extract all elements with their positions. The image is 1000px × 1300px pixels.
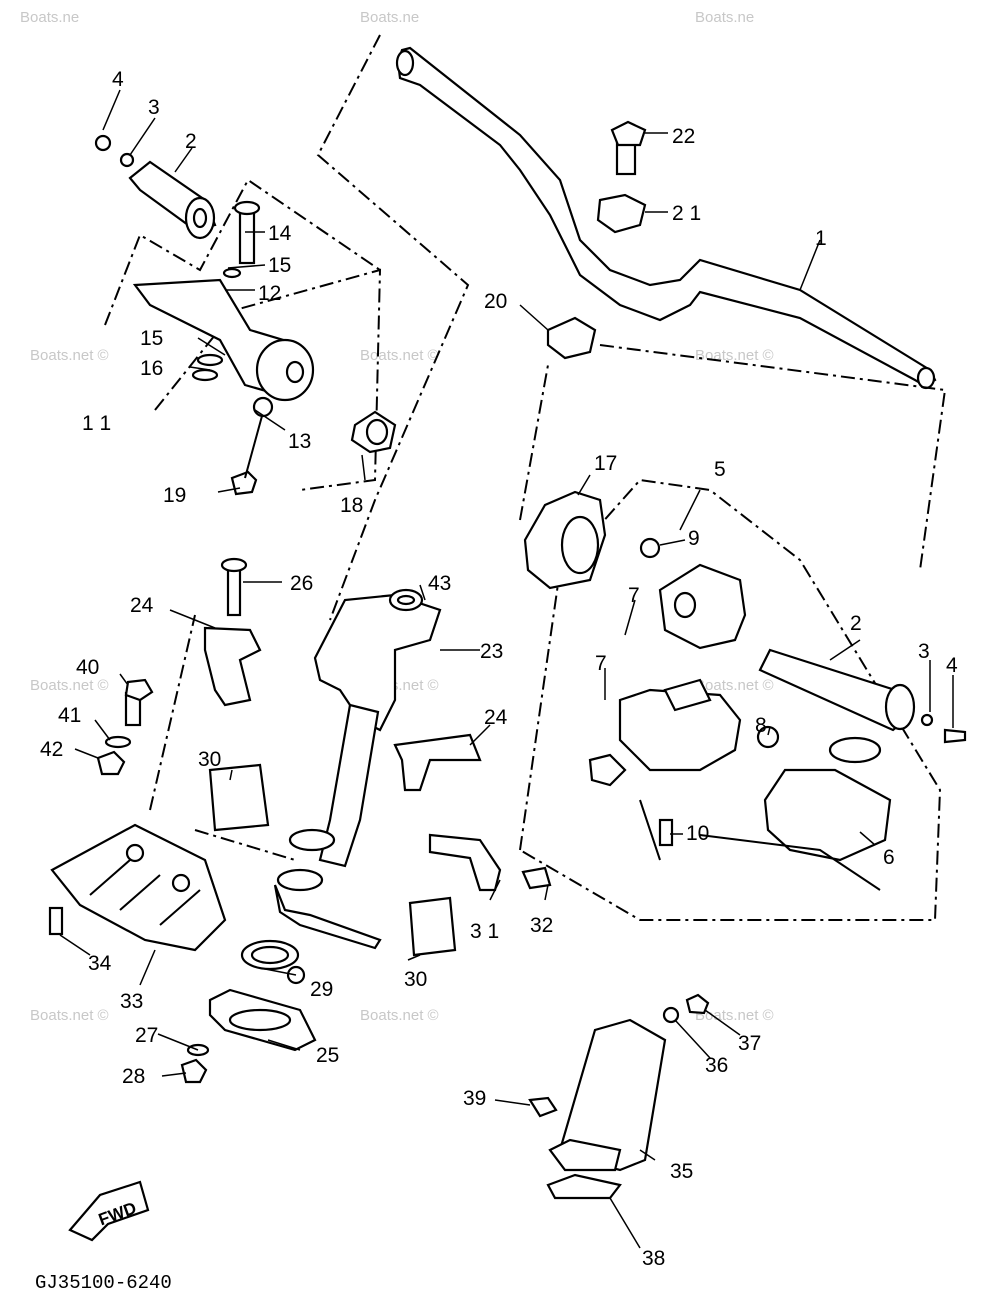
callout-30: 30 (404, 968, 427, 991)
watermark: Boats.net © (360, 347, 439, 364)
callout-24: 24 (484, 706, 508, 729)
diagram-code: GJ35100-6240 (35, 1272, 172, 1294)
callout-39: 39 (463, 1087, 486, 1110)
handlebar (395, 46, 937, 390)
watermark: Boats.net © (695, 1007, 774, 1024)
steering-column (180, 588, 442, 1084)
callout-13: 13 (288, 430, 311, 453)
callout-11: 1 1 (82, 412, 111, 435)
left-grip-assembly (94, 134, 397, 496)
watermark: Boats.ne (20, 9, 79, 26)
callout-36: 36 (705, 1054, 728, 1077)
watermark: Boats.net © (695, 347, 774, 364)
brackets (203, 557, 482, 792)
callout-1: 1 (815, 227, 827, 250)
callout-15: 15 (140, 327, 163, 350)
watermark: Boats.ne (360, 9, 419, 26)
callout-9: 9 (688, 527, 700, 550)
callout-21: 2 1 (672, 202, 701, 225)
callout-30: 30 (198, 748, 221, 771)
callout-7: 7 (595, 652, 607, 675)
callout-35: 35 (670, 1160, 693, 1183)
callout-23: 23 (480, 640, 503, 663)
callout-2: 2 (850, 612, 862, 635)
callout-3: 3 (918, 640, 930, 663)
callout-38: 38 (642, 1247, 665, 1270)
callout-31: 3 1 (470, 920, 499, 943)
callout-19: 19 (163, 484, 186, 507)
callout-32: 32 (530, 914, 553, 937)
callout-18: 18 (340, 494, 363, 517)
callout-3: 3 (148, 96, 160, 119)
frame-lines (104, 34, 947, 921)
callout-33: 33 (120, 990, 143, 1013)
callout-12: 12 (258, 282, 281, 305)
callout-37: 37 (738, 1032, 761, 1055)
callout-4: 4 (946, 654, 958, 677)
callout-27: 27 (135, 1024, 158, 1047)
callout-28: 28 (122, 1065, 145, 1088)
callout-4: 4 (112, 68, 124, 91)
right-switch-assembly (523, 490, 967, 891)
callout-43: 43 (428, 572, 451, 595)
watermark: Boats.net © (360, 1007, 439, 1024)
watermark: Boats.net © (30, 347, 109, 364)
callout-29: 29 (310, 978, 333, 1001)
watermark: Boats.net © (30, 1007, 109, 1024)
callout-40: 40 (76, 656, 99, 679)
fasteners-left (96, 678, 552, 957)
callout-42: 42 (40, 738, 63, 761)
cover-plate (48, 823, 227, 952)
callout-24: 24 (130, 594, 154, 617)
lower-cover (528, 993, 710, 1200)
watermark: Boats.net © (30, 677, 109, 694)
callout-5: 5 (714, 458, 726, 481)
callout-8: 8 (755, 714, 767, 737)
leader-lines (59, 89, 954, 1249)
callout-15: 15 (268, 254, 291, 277)
callout-7: 7 (628, 584, 640, 607)
callout-25: 25 (316, 1044, 339, 1067)
watermark: Boats.net © (695, 677, 774, 694)
callout-10: 10 (686, 822, 709, 845)
callout-34: 34 (88, 952, 112, 975)
callout-14: 14 (268, 222, 292, 245)
callout-17: 17 (594, 452, 617, 475)
callouts: 4 3 2 14 15 12 15 16 1 1 13 18 19 22 2 1… (40, 68, 958, 1270)
callout-6: 6 (883, 846, 895, 869)
callout-26: 26 (290, 572, 313, 595)
callout-20: 20 (484, 290, 507, 313)
fwd-arrow: FWD (68, 1180, 150, 1242)
callout-22: 22 (672, 125, 695, 148)
handlebar-holders (546, 120, 647, 360)
callout-41: 41 (58, 704, 81, 727)
callout-2: 2 (185, 130, 197, 153)
callout-16: 16 (140, 357, 163, 380)
watermark: Boats.ne (695, 9, 754, 26)
